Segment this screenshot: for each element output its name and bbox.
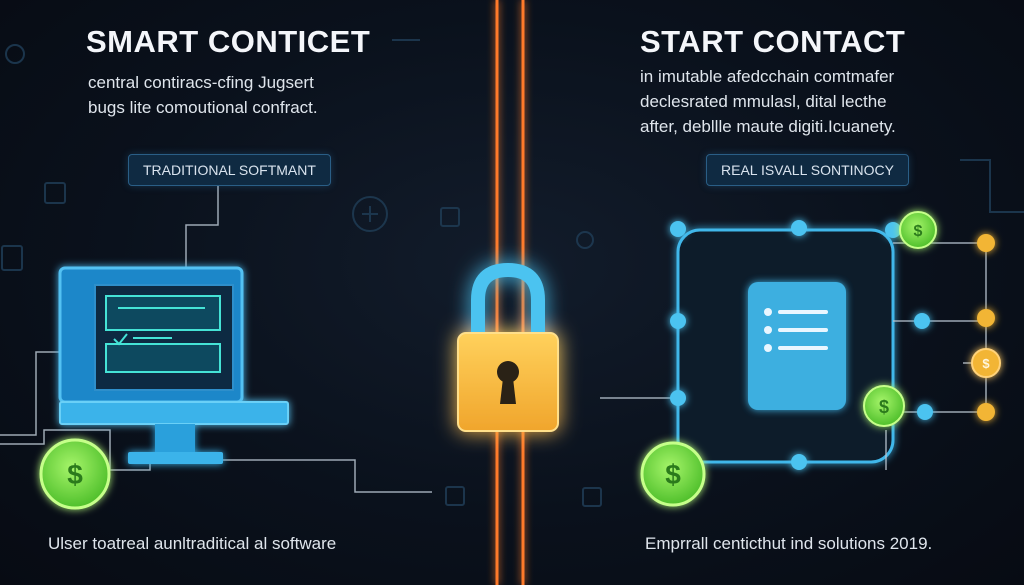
left-tag: TRADITIONAL SOFTMANT — [128, 154, 331, 186]
right-tag: REAL ISVALL SONTINOCY — [706, 154, 909, 186]
center-beams — [495, 0, 525, 585]
coin-symbol: $ — [982, 356, 990, 371]
left-connectors — [0, 184, 432, 493]
left-description-line: central contiracs-cfing Jugsert — [88, 73, 314, 92]
coin-symbol: $ — [665, 459, 681, 490]
left-description: central contiracs-cfing Jugsert bugs lit… — [88, 70, 318, 120]
dollar-coin-icon — [39, 211, 1001, 510]
coin-symbol: $ — [879, 397, 889, 417]
coin-symbol: $ — [914, 223, 923, 240]
left-caption: Ulser toatreal aunltraditical al softwar… — [48, 534, 337, 553]
right-description: in imutable afedcchain comtmafer declesr… — [640, 64, 896, 139]
left-description-line: bugs lite comoutional confract. — [88, 98, 318, 117]
right-description-line: after, debllle maute digiti.Icuanety. — [640, 117, 896, 136]
right-caption: Emprrall centicthut ind solutions 2019. — [645, 534, 933, 553]
right-description-line: declesrated mmulasl, dital lecthe — [640, 92, 887, 111]
right-description-line: in imutable afedcchain comtmafer — [640, 67, 895, 86]
monitor-icon — [58, 266, 289, 464]
padlock-icon — [457, 262, 559, 432]
contract-network — [600, 220, 995, 470]
right-title: START CONTACT — [640, 24, 906, 59]
background-decorations — [1, 39, 1024, 507]
coin-symbol: $ — [67, 459, 83, 490]
left-title: SMART CONTICET — [86, 24, 371, 59]
